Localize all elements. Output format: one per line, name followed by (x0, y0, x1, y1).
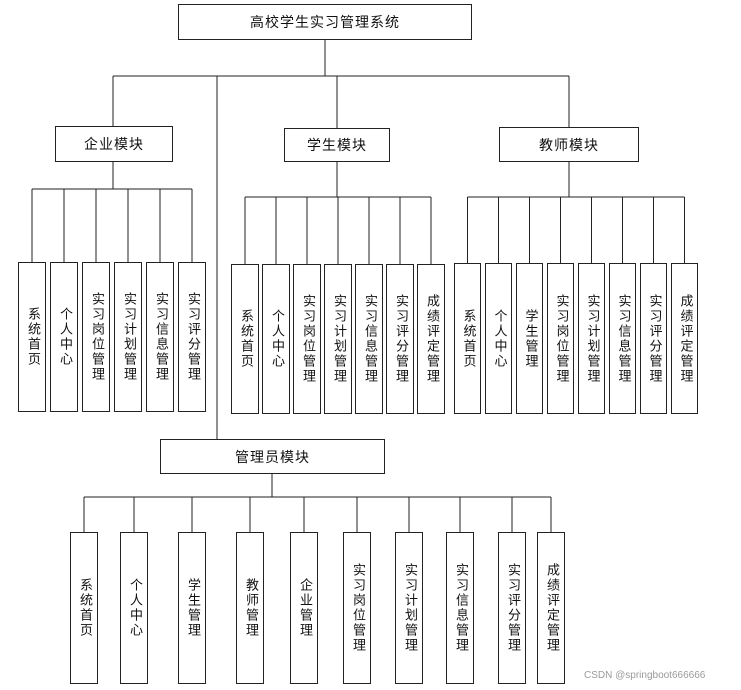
enterprise-module-node: 企业模块 (55, 126, 173, 162)
admin-leaf-label: 教师管理 (243, 578, 258, 638)
teacher-leaf-label: 系统首页 (460, 308, 476, 369)
admin-leaf-4: 教师管理 (236, 532, 264, 684)
student-leaf-5: 实习信息管理 (355, 264, 383, 414)
root-node-label: 高校学生实习管理系统 (250, 15, 400, 31)
admin-leaf-8: 实习信息管理 (446, 532, 474, 684)
admin-leaf-3: 学生管理 (178, 532, 206, 684)
teacher-leaf-5: 实习计划管理 (578, 263, 605, 414)
student-leaf-7: 成绩评定管理 (417, 264, 445, 414)
admin-leaf-2: 个人中心 (120, 532, 148, 684)
admin-leaf-6: 实习岗位管理 (343, 532, 371, 684)
student-leaf-4: 实习计划管理 (324, 264, 352, 414)
admin-module-label: 管理员模块 (235, 449, 310, 466)
student-leaf-1: 系统首页 (231, 264, 259, 414)
admin-leaf-9: 实习评分管理 (498, 532, 526, 684)
admin-leaf-label: 系统首页 (77, 578, 92, 638)
enterprise-leaf-label: 实习岗位管理 (89, 292, 104, 382)
enterprise-leaf-label: 个人中心 (57, 307, 72, 367)
enterprise-leaf-6: 实习评分管理 (178, 262, 206, 412)
teacher-leaf-label: 实习评分管理 (646, 293, 662, 384)
teacher-leaf-4: 实习岗位管理 (547, 263, 574, 414)
admin-leaf-label: 实习评分管理 (505, 563, 520, 653)
enterprise-leaf-2: 个人中心 (50, 262, 78, 412)
teacher-module-label: 教师模块 (539, 137, 599, 154)
student-module-node: 学生模块 (284, 128, 390, 162)
admin-leaf-5: 企业管理 (290, 532, 318, 684)
teacher-leaf-label: 实习计划管理 (584, 293, 600, 384)
teacher-leaf-2: 个人中心 (485, 263, 512, 414)
student-leaf-label: 成绩评定管理 (424, 294, 439, 384)
admin-module-node: 管理员模块 (160, 439, 385, 474)
student-leaf-label: 个人中心 (269, 309, 284, 369)
admin-leaf-label: 成绩评定管理 (544, 563, 559, 653)
student-leaf-label: 实习信息管理 (362, 294, 377, 384)
teacher-leaf-7: 实习评分管理 (640, 263, 667, 414)
admin-leaf-label: 实习信息管理 (453, 563, 468, 653)
teacher-leaf-6: 实习信息管理 (609, 263, 636, 414)
root-node: 高校学生实习管理系统 (178, 4, 472, 40)
admin-leaf-label: 实习计划管理 (402, 563, 417, 653)
teacher-leaf-8: 成绩评定管理 (671, 263, 698, 414)
teacher-leaf-3: 学生管理 (516, 263, 543, 414)
admin-leaf-label: 学生管理 (185, 578, 200, 638)
admin-leaf-label: 企业管理 (297, 578, 312, 638)
enterprise-leaf-3: 实习岗位管理 (82, 262, 110, 412)
teacher-leaf-label: 成绩评定管理 (677, 293, 693, 384)
enterprise-leaf-label: 实习计划管理 (121, 292, 136, 382)
teacher-leaf-1: 系统首页 (454, 263, 481, 414)
enterprise-leaf-1: 系统首页 (18, 262, 46, 412)
teacher-leaf-label: 实习岗位管理 (553, 293, 569, 384)
teacher-module-node: 教师模块 (499, 127, 639, 162)
enterprise-leaf-4: 实习计划管理 (114, 262, 142, 412)
student-leaf-label: 实习计划管理 (331, 294, 346, 384)
admin-leaf-label: 个人中心 (127, 578, 142, 638)
enterprise-leaf-label: 实习信息管理 (153, 292, 168, 382)
student-leaf-label: 实习评分管理 (393, 294, 408, 384)
teacher-leaf-label: 个人中心 (491, 308, 507, 369)
teacher-leaf-label: 实习信息管理 (615, 293, 631, 384)
enterprise-module-label: 企业模块 (84, 137, 144, 153)
admin-leaf-label: 实习岗位管理 (350, 563, 365, 653)
enterprise-leaf-5: 实习信息管理 (146, 262, 174, 412)
admin-leaf-10: 成绩评定管理 (537, 532, 565, 684)
admin-leaf-7: 实习计划管理 (395, 532, 423, 684)
student-module-label: 学生模块 (307, 138, 367, 154)
csdn-watermark: CSDN @springboot666666 (584, 670, 706, 681)
teacher-leaf-label: 学生管理 (522, 308, 538, 369)
student-leaf-6: 实习评分管理 (386, 264, 414, 414)
enterprise-leaf-label: 系统首页 (25, 307, 40, 367)
student-leaf-label: 系统首页 (238, 309, 253, 369)
student-leaf-3: 实习岗位管理 (293, 264, 321, 414)
enterprise-leaf-label: 实习评分管理 (185, 292, 200, 382)
student-leaf-label: 实习岗位管理 (300, 294, 315, 384)
student-leaf-2: 个人中心 (262, 264, 290, 414)
admin-leaf-1: 系统首页 (70, 532, 98, 684)
